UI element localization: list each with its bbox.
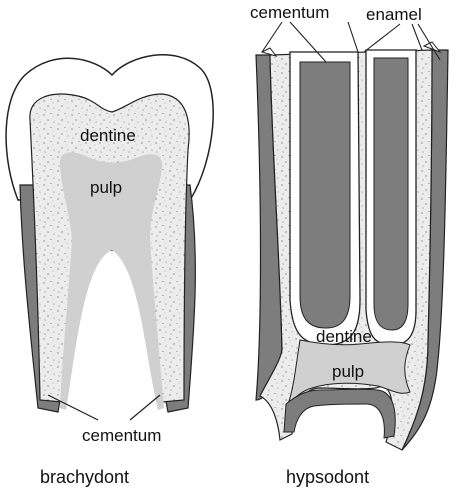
hypsodont-caption: hypsodont [286,467,369,487]
brachydont-pulp [60,152,164,410]
hypsodont-cementum-label: cementum [250,3,329,22]
hypsodont-pulp-label: pulp [332,362,364,381]
brachydont-caption: brachydont [40,467,129,487]
brachydont-tooth [5,54,214,421]
hypsodont-cementum-base [283,388,396,439]
hypsodont-dentine-label: dentine [316,327,372,346]
hypsodont-enamel-label: enamel [366,5,422,24]
brachydont-pulp-label: pulp [90,178,122,197]
hypsodont-cementum-infill-right [373,57,409,331]
brachydont-cementum-label: cementum [82,426,161,445]
hypsodont-cementum-infill-left [299,61,351,329]
hypsodont-tooth [255,21,449,451]
brachydont-dentine-label: dentine [80,126,136,145]
